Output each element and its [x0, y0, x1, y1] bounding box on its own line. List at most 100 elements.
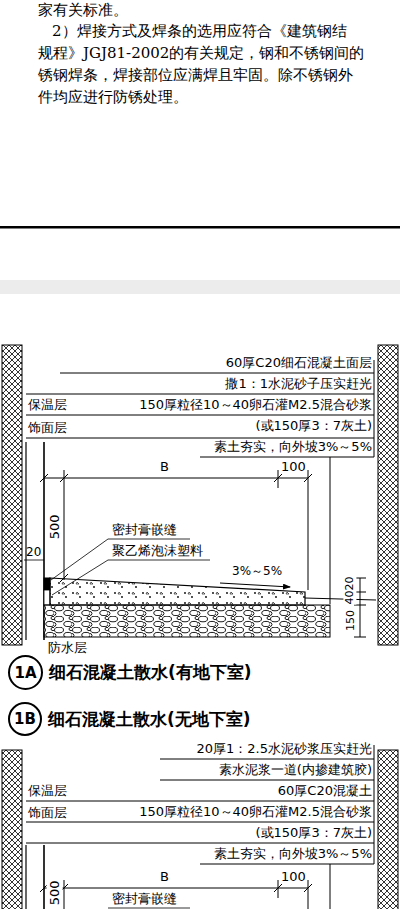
drawing-stroke	[60, 474, 68, 482]
layer-name: 保温层	[28, 397, 67, 413]
page-gap	[0, 280, 400, 294]
foam-strip	[44, 590, 50, 605]
drawing-stroke	[308, 470, 309, 590]
rule	[0, 226, 400, 229]
drawing-stroke	[160, 759, 374, 760]
wall-line	[25, 845, 26, 909]
dimension-text: 500	[46, 881, 62, 906]
document-text: 家有关标准。	[38, 1, 128, 19]
dimension-text: 500	[46, 515, 62, 540]
drawing-stroke	[24, 560, 44, 561]
leader-rows	[26, 745, 374, 909]
layer-name: 饰面层	[28, 805, 67, 821]
layer-note: 素水泥浆一道(内掺建筑胶)	[219, 762, 372, 778]
layer-name: 防水层	[48, 640, 87, 656]
wall-line	[25, 442, 26, 640]
slope-text: 3%～5%	[232, 564, 282, 578]
layer-note: (或150厚3：7灰土)	[256, 418, 373, 434]
document-text: 规程》JGJ81-2002的有关规定，钢和不锈钢间的	[38, 44, 364, 62]
drawing-stroke	[26, 801, 374, 802]
drawing-stroke	[26, 438, 374, 439]
part-name: 聚乙烯泡沫塑料	[112, 543, 203, 559]
detail-1	[2, 345, 398, 645]
wall-hatch	[378, 750, 398, 909]
leader-rows	[26, 360, 374, 604]
layer-note: 60厚C20混凝土	[278, 783, 372, 799]
concrete-slab	[50, 578, 305, 605]
drawing-stroke	[60, 373, 374, 374]
layer-note: (或150厚3：7灰土)	[256, 825, 373, 841]
drawing-stroke	[360, 578, 361, 637]
drawing-stroke	[330, 457, 331, 604]
dimension-text: 40	[343, 591, 356, 605]
dimension-text: 20	[26, 545, 41, 559]
detail-number: 1B	[8, 702, 42, 736]
layer-note: 150厚粒径10～40卵石灌M2.5混合砂浆	[139, 804, 372, 820]
drawing-stroke	[160, 780, 374, 781]
wall-hatch	[2, 345, 22, 645]
detail-caption: 细石混凝土散水(有地下室)	[49, 661, 252, 684]
detail-number: 1A	[8, 655, 43, 690]
drawing-stroke	[278, 470, 279, 488]
layer-name: 保温层	[28, 783, 67, 799]
drawing-stroke	[108, 560, 210, 561]
detail-caption: 细石混凝土散水(无地下室)	[48, 708, 251, 731]
layer-note: 撒1：1水泥砂子压实赶光	[225, 376, 372, 392]
sealant	[44, 578, 50, 590]
drawing-stroke	[64, 880, 65, 909]
drawing-stroke	[26, 843, 374, 844]
drawing-stroke	[308, 880, 309, 909]
drawing-stroke	[278, 880, 279, 898]
drawing-stroke	[354, 637, 366, 638]
dimension-text: B	[160, 869, 169, 885]
drawing-stroke	[374, 745, 375, 864]
layer-note: 素土夯实，向外坡3%～5%	[214, 846, 372, 862]
layer-note: 素土夯实，向外坡3%～5%	[214, 439, 372, 455]
layer-note: 60厚C20细石混凝土面层	[226, 355, 372, 371]
drawing-stroke	[26, 394, 374, 395]
wall-hatch	[378, 345, 398, 645]
drawing-stroke	[200, 864, 374, 865]
dimension-text: 100	[281, 869, 306, 885]
drawing-stroke	[374, 360, 375, 457]
drawing-stroke	[52, 560, 108, 595]
drawing-stroke	[64, 470, 65, 580]
dimension-b	[40, 880, 312, 909]
dimension-text: 150	[343, 611, 356, 632]
drawing-stroke	[44, 478, 308, 479]
dimension-text: 20	[343, 577, 356, 591]
drawing-stroke	[44, 888, 308, 889]
leader-line	[108, 908, 190, 909]
layer-note: 150厚粒径10～40卵石灌M2.5混合砂浆	[139, 397, 372, 413]
slope-arrow	[220, 583, 290, 587]
document-text: 锈钢焊条，焊接部位应满焊且牢固。除不锈钢外	[38, 66, 353, 84]
drawing-stroke	[26, 415, 374, 416]
drawing-stroke	[51, 539, 108, 580]
leader-lines	[24, 539, 210, 595]
dimension-text: B	[160, 459, 169, 475]
part-name: 密封膏嵌缝	[112, 522, 177, 538]
detail-2	[2, 745, 398, 909]
ground-line	[305, 598, 376, 600]
drawing-stroke	[200, 457, 374, 458]
part-name: 密封膏嵌缝	[112, 891, 177, 907]
document-text: 2）焊接方式及焊条的选用应符合《建筑钢结	[52, 22, 347, 40]
gravel-bed	[44, 605, 330, 637]
detail-title: 1A 细石混凝土散水(有地下室)	[8, 655, 252, 690]
drawing-stroke	[330, 864, 331, 909]
page-divider	[0, 226, 400, 294]
drawing-stroke	[354, 605, 366, 606]
dimension-b	[40, 470, 312, 590]
layer-name: 饰面层	[28, 420, 67, 436]
drawing-stroke	[26, 822, 374, 823]
wall-face	[43, 845, 45, 909]
dimension-text: 100	[281, 459, 306, 475]
wall-hatch	[2, 750, 22, 909]
document-text: 件均应进行防锈处理。	[38, 88, 188, 106]
drawing-stroke	[40, 474, 48, 482]
layer-note: 20厚1：2.5水泥砂浆压实赶光	[197, 741, 373, 757]
detail-title: 1B 细石混凝土散水(无地下室)	[8, 702, 251, 736]
drawing-stroke	[108, 539, 190, 540]
